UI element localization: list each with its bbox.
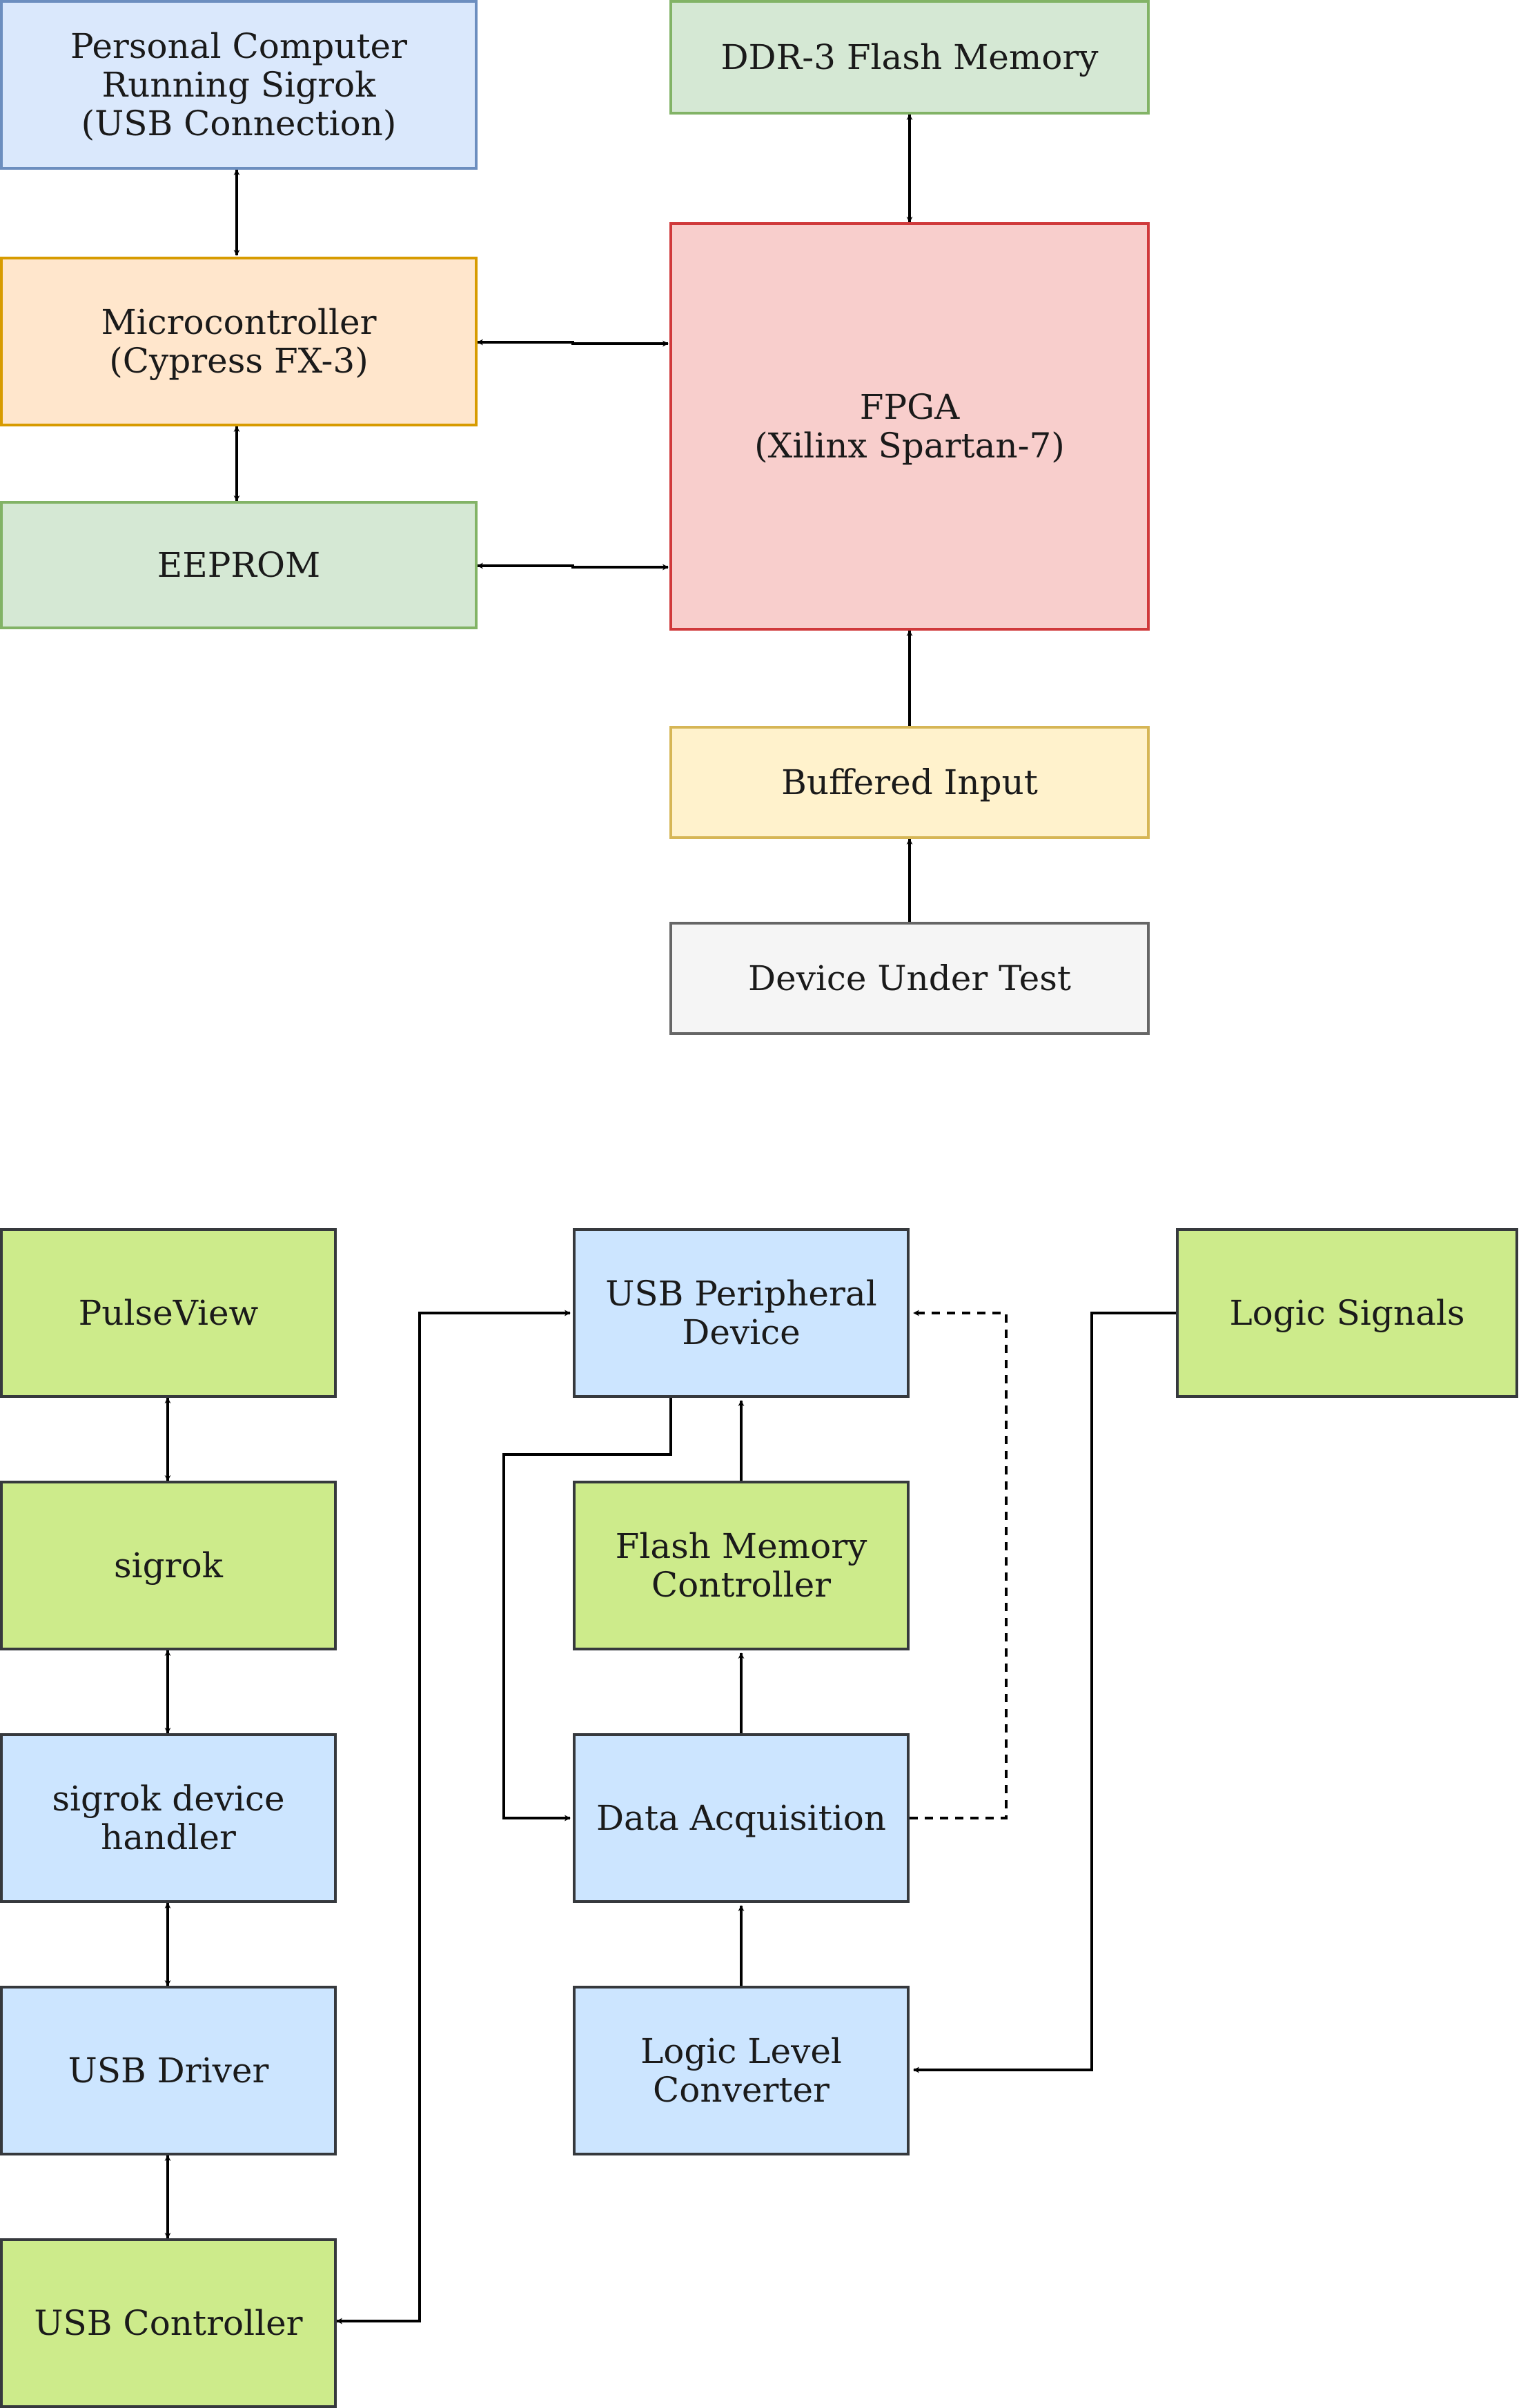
usb-driver-label: USB Driver <box>68 2051 269 2091</box>
usb-controller-box: USB Controller <box>0 2238 337 2408</box>
sigrok-device-handler-label: sigrok device handler <box>52 1779 285 1857</box>
arrow-peripheral-daq <box>502 1398 672 1822</box>
mcu-label: Microcontroller (Cypress FX-3) <box>101 302 377 381</box>
ddr-box: DDR-3 Flash Memory <box>669 0 1150 115</box>
fpga-label: FPGA (Xilinx Spartan-7) <box>754 387 1065 466</box>
usb-peripheral-device-label: USB Peripheral Device <box>605 1274 877 1352</box>
eeprom-box: EEPROM <box>0 501 478 629</box>
logic-signals-label: Logic Signals <box>1229 1293 1465 1333</box>
sigrok-box: sigrok <box>0 1481 337 1650</box>
device-under-test-box: Device Under Test <box>669 922 1150 1035</box>
usb-driver-box: USB Driver <box>0 1986 337 2155</box>
buffered-input-box: Buffered Input <box>669 726 1150 839</box>
mcu-box: Microcontroller (Cypress FX-3) <box>0 257 478 426</box>
arrow-controller-peripheral <box>336 1310 571 2325</box>
flash-memory-controller-label: Flash Memory Controller <box>615 1526 867 1605</box>
flash-memory-controller-box: Flash Memory Controller <box>573 1481 910 1650</box>
pc-box: Personal Computer Running Sigrok (USB Co… <box>0 0 478 170</box>
arrow-daq-peripheral-dashed <box>910 1310 1008 1819</box>
fpga-box: FPGA (Xilinx Spartan-7) <box>669 222 1150 631</box>
sigrok-device-handler-box: sigrok device handler <box>0 1733 337 1903</box>
pc-label: Personal Computer Running Sigrok (USB Co… <box>70 26 408 144</box>
logic-signals-box: Logic Signals <box>1176 1228 1518 1398</box>
data-acquisition-label: Data Acquisition <box>596 1798 887 1838</box>
logic-level-converter-label: Logic Level Converter <box>640 2031 842 2110</box>
pulseview-box: PulseView <box>0 1228 337 1398</box>
usb-controller-label: USB Controller <box>34 2303 303 2343</box>
buffered-input-label: Buffered Input <box>781 762 1038 802</box>
eeprom-label: EEPROM <box>157 545 321 585</box>
logic-level-converter-box: Logic Level Converter <box>573 1986 910 2155</box>
device-under-test-label: Device Under Test <box>748 958 1071 998</box>
arrow-mcu-fpga <box>477 339 669 347</box>
sigrok-label: sigrok <box>114 1546 223 1586</box>
arrow-signals-llc <box>913 1312 1176 2073</box>
ddr-label: DDR-3 Flash Memory <box>720 37 1099 77</box>
pulseview-label: PulseView <box>78 1293 259 1333</box>
usb-peripheral-device-box: USB Peripheral Device <box>573 1228 910 1398</box>
arrow-eeprom-fpga <box>477 562 669 571</box>
data-acquisition-box: Data Acquisition <box>573 1733 910 1903</box>
